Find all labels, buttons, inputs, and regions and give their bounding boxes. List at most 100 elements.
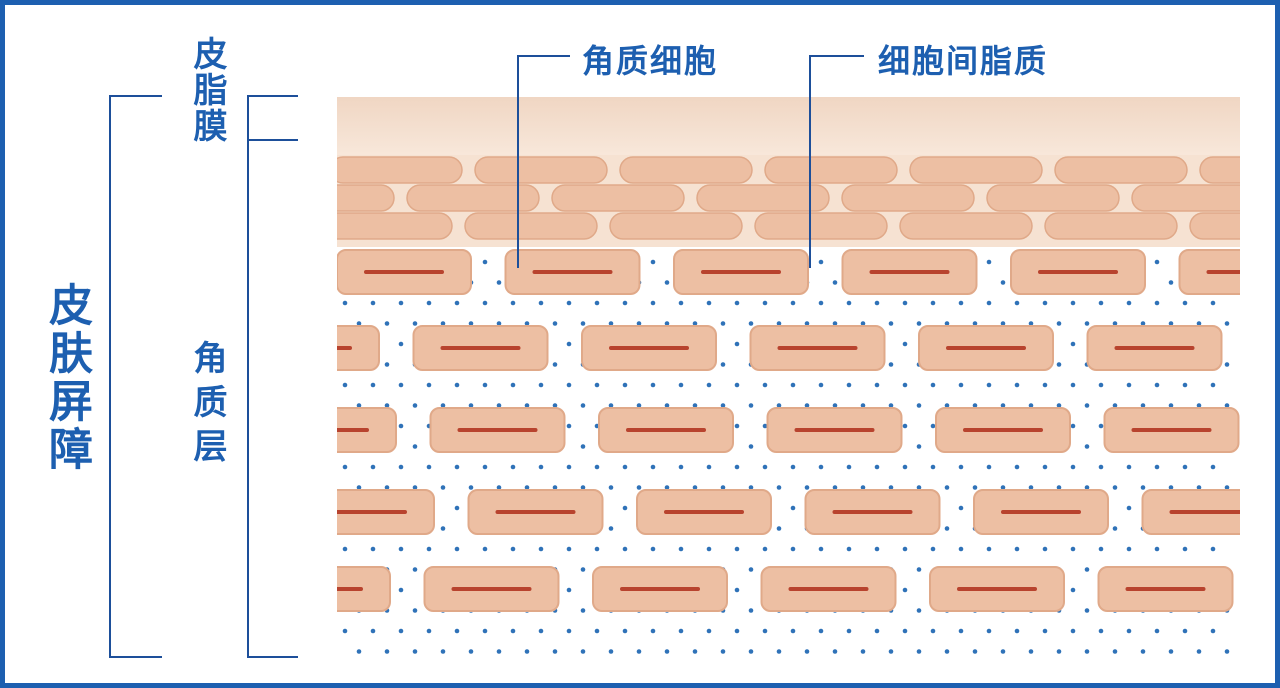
surface-cell xyxy=(609,212,743,240)
cell-nucleus xyxy=(946,346,1026,350)
cell-nucleus xyxy=(337,587,363,591)
lipid-dot xyxy=(1168,403,1174,408)
lipid-dot xyxy=(1224,649,1230,654)
lipid-dot xyxy=(1028,649,1034,654)
surface-cell xyxy=(406,184,540,212)
lipid-dot xyxy=(1224,485,1230,490)
lipid-dot xyxy=(1168,485,1174,490)
lipid-dot xyxy=(776,649,782,654)
corneocyte-cell xyxy=(337,325,380,371)
lipid-dot xyxy=(384,362,390,367)
lipid-dot xyxy=(398,587,404,593)
lipid-dot xyxy=(930,423,936,429)
lipid-dot xyxy=(552,485,558,490)
lipid-dot xyxy=(748,567,754,572)
lipid-dot xyxy=(902,423,908,429)
lipid-dot xyxy=(622,300,628,306)
lipid-dot xyxy=(902,587,908,593)
lipid-dot xyxy=(874,546,880,552)
lipid-dot xyxy=(1056,321,1062,326)
cell-nucleus xyxy=(957,587,1037,591)
lipid-dot xyxy=(1084,321,1090,326)
lipid-dot xyxy=(1126,464,1132,470)
lipid-dot xyxy=(454,505,460,511)
cell-nucleus xyxy=(609,346,689,350)
lipid-dot xyxy=(748,649,754,654)
surface-cell xyxy=(1189,212,1240,240)
lipid-dot xyxy=(580,567,586,572)
lipid-dot xyxy=(902,628,908,634)
lipid-dot xyxy=(1000,403,1006,408)
lipid-dot xyxy=(818,259,824,265)
lipid-dot xyxy=(832,280,838,285)
lipid-dot xyxy=(874,464,880,470)
lipid-dot xyxy=(482,464,488,470)
lipid-dot xyxy=(510,546,516,552)
lipid-dot xyxy=(524,485,530,490)
lipid-dot xyxy=(1056,485,1062,490)
lipid-dot xyxy=(1084,485,1090,490)
lipid-dot xyxy=(608,526,614,531)
lipid-dot xyxy=(496,649,502,654)
lipid-dot xyxy=(622,628,628,634)
lipid-dot xyxy=(664,280,670,285)
lipid-dot xyxy=(538,382,544,388)
lipid-dot xyxy=(594,382,600,388)
lipid-dot xyxy=(1224,403,1230,408)
surface-cells xyxy=(337,156,1240,240)
cell-nucleus xyxy=(794,428,875,432)
lipid-dot xyxy=(496,485,502,490)
lipid-dot xyxy=(972,649,978,654)
cell-nucleus xyxy=(1038,270,1118,274)
lipid-dot xyxy=(538,464,544,470)
lipid-dot xyxy=(930,300,936,306)
lipid-dot xyxy=(538,546,544,552)
lipid-dot xyxy=(1126,382,1132,388)
lipid-dot xyxy=(1098,382,1104,388)
lipid-dot xyxy=(454,300,460,306)
lipid-dot xyxy=(1042,628,1048,634)
cell-nucleus xyxy=(832,510,913,514)
lipid-dot xyxy=(944,403,950,408)
lipid-dot xyxy=(706,464,712,470)
cell-nucleus xyxy=(495,510,576,514)
lipid-dot xyxy=(468,403,474,408)
lipid-dot xyxy=(1098,628,1104,634)
lipid-dot xyxy=(468,321,474,326)
lipid-dot xyxy=(636,403,642,408)
lipid-dot xyxy=(720,362,726,367)
lipid-dot xyxy=(650,382,656,388)
intercellular-lipid-label: 细胞间脂质 xyxy=(878,42,1049,80)
surface-cell xyxy=(474,156,608,184)
lipid-dot xyxy=(720,649,726,654)
lipid-dot xyxy=(664,321,670,326)
lipid-dot xyxy=(888,649,894,654)
lipid-dot xyxy=(734,587,740,593)
lipid-dot xyxy=(1056,362,1062,367)
lipid-dot xyxy=(776,403,782,408)
lipid-dot xyxy=(384,649,390,654)
cell-nucleus xyxy=(532,270,613,274)
lipid-dot xyxy=(1168,280,1174,285)
surface-cell xyxy=(696,184,830,212)
lipid-dot xyxy=(916,485,922,490)
cell-nucleus xyxy=(440,346,521,350)
lipid-dot xyxy=(440,649,446,654)
lipid-dot xyxy=(496,403,502,408)
lipid-dot xyxy=(1126,546,1132,552)
lipid-dot xyxy=(1014,628,1020,634)
lipid-dot xyxy=(986,546,992,552)
lipid-dot xyxy=(1182,300,1188,306)
sebum-film-layer xyxy=(337,97,1240,157)
lipid-dot xyxy=(384,403,390,408)
lipid-dot xyxy=(1070,628,1076,634)
lipid-dot xyxy=(916,608,922,613)
lipid-dot xyxy=(1000,485,1006,490)
lipid-dot xyxy=(790,382,796,388)
lipid-dot xyxy=(958,382,964,388)
lipid-dot xyxy=(790,300,796,306)
sebum-film-label: 皮脂膜 xyxy=(187,36,227,144)
lipid-dot xyxy=(748,485,754,490)
lipid-dot xyxy=(734,300,740,306)
